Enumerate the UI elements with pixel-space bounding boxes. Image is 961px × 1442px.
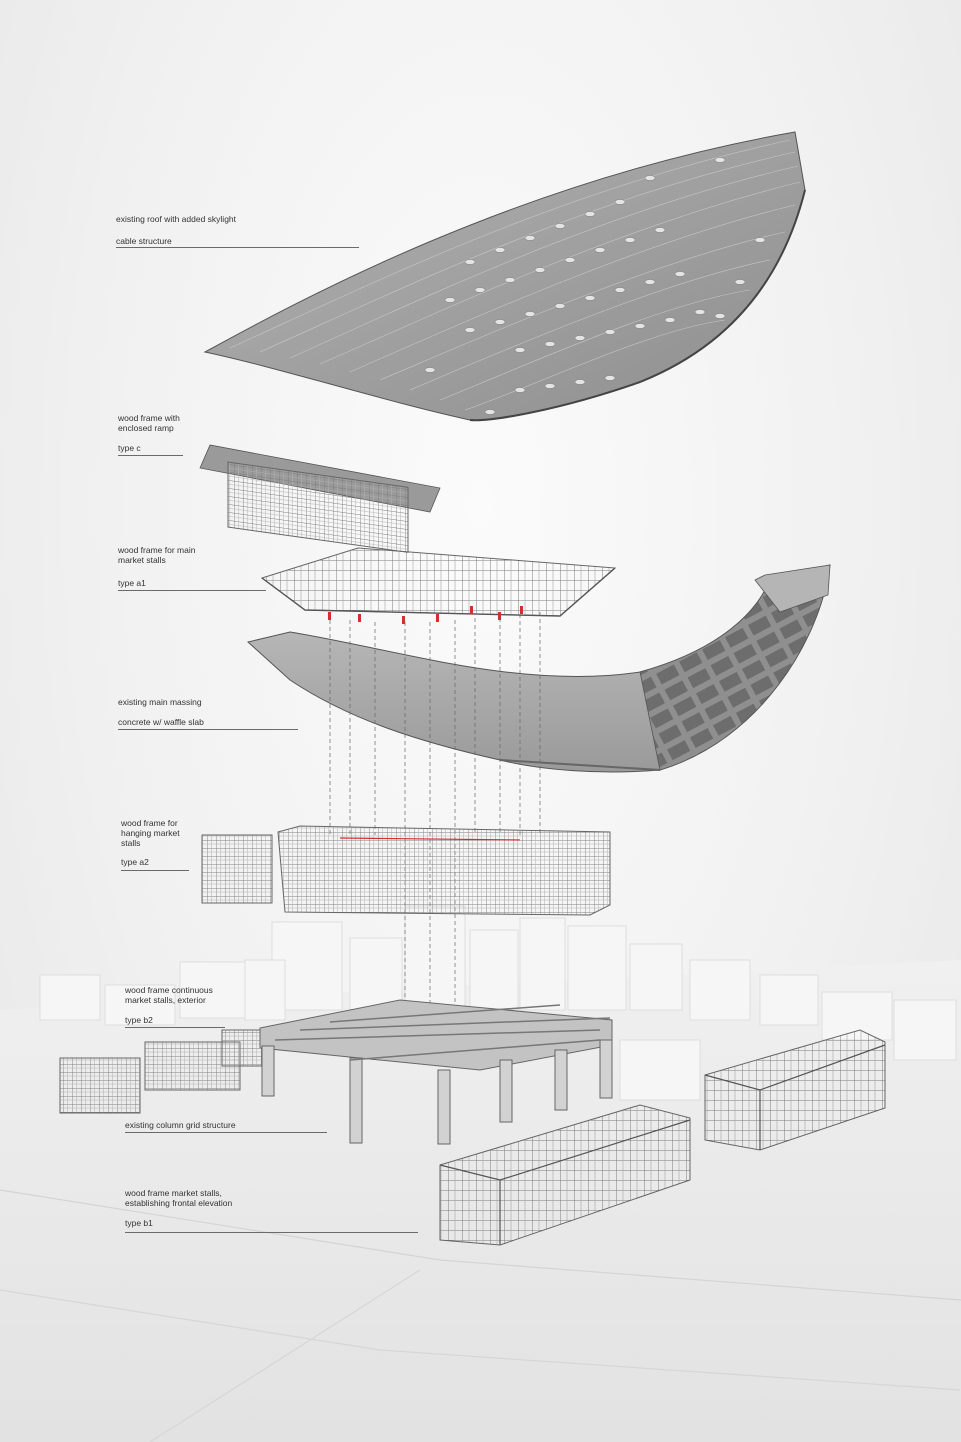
label-b1-type: type b1 [125,1218,153,1228]
label-roof-type: cable structure [116,236,172,246]
exterior-stalls-frame [59,1029,263,1114]
label-main-title: wood frame for main market stalls [118,545,196,565]
roof-leader-line [116,247,359,248]
frontal-stalls-frame [439,1104,691,1246]
main-leader-line [118,590,266,591]
label-hanging-type: type a2 [121,857,149,867]
main-stalls-frame [260,547,617,624]
label-massing-type: concrete w/ waffle slab [118,717,204,727]
massing-leader-line [118,729,298,730]
roof-cables [229,139,801,411]
label-roof-title: existing roof with added skylight [116,214,237,224]
hanging-leader-line [121,870,189,871]
main-massing [246,564,831,773]
label-massing-title: existing main massing [118,697,202,707]
label-main-type: type a1 [118,578,146,588]
label-hanging-title: wood frame for hanging market stalls [121,818,180,848]
label-ramp-title: wood frame with enclosed ramp [118,413,180,433]
grid-leader-line [125,1132,327,1133]
column-grid [259,999,613,1145]
b1-leader-line [125,1232,418,1233]
accent-connectors [328,606,523,624]
right-stalls-frame [704,1029,886,1151]
projection-lines [329,612,541,1010]
ramp-leader-line [118,455,183,456]
label-grid-title: existing column grid structure [125,1120,236,1130]
hanging-stalls-frame [201,825,611,916]
roof-shell [203,131,806,422]
context-buildings [39,905,957,1101]
b2-leader-line [125,1027,225,1028]
skylight-openings [424,157,766,415]
label-b1-title: wood frame market stalls, establishing f… [125,1188,233,1208]
ramp-frame [199,444,441,553]
label-b2-title: wood frame continuous market stalls, ext… [125,985,213,1005]
label-b2-type: type b2 [125,1015,153,1025]
label-ramp-type: type c [118,443,141,453]
